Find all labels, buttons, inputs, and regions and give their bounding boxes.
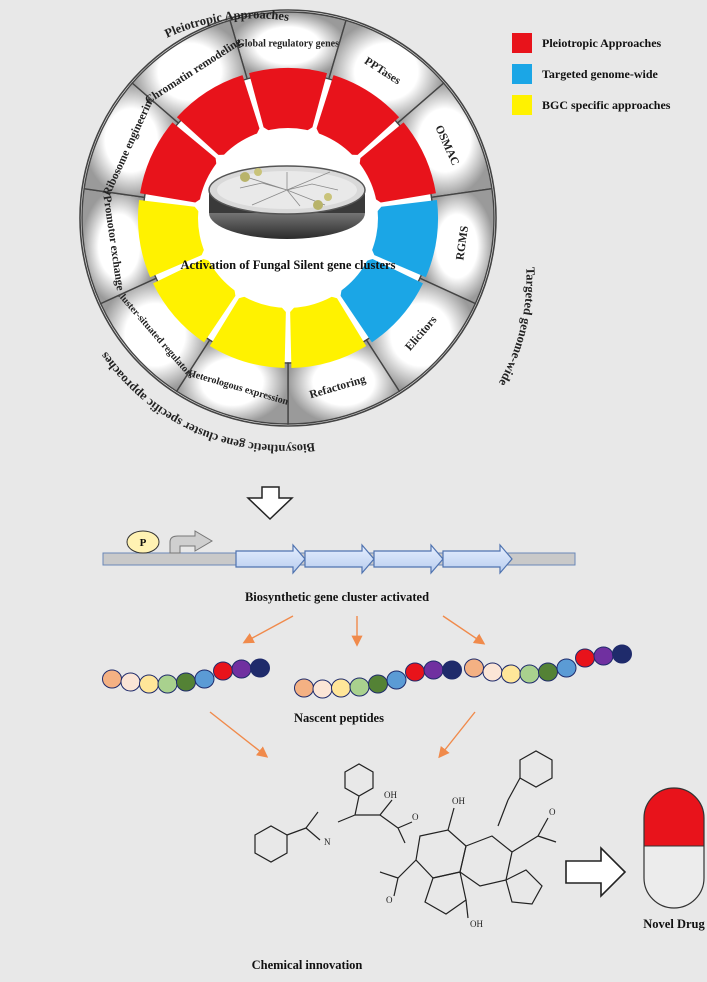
segment-label: Global regulatory genes (237, 39, 339, 50)
nascent-peptides (102, 644, 632, 699)
amino-acid-bead (442, 660, 462, 680)
flow-arrow (242, 615, 294, 644)
amino-acid-bead (312, 679, 333, 699)
chemical-structure (254, 750, 557, 919)
approach-lobe (176, 75, 260, 155)
amino-acid-bead (538, 662, 558, 682)
promoter-label: P (140, 537, 147, 549)
transcription-arrow-icon (169, 530, 213, 554)
svg-text:OH: OH (384, 790, 397, 800)
amino-acid-bead (423, 660, 444, 680)
peptide-chain (294, 660, 462, 699)
amino-acid-bead (157, 674, 178, 694)
drug-label: Novel Drug (643, 917, 705, 931)
chemical-label: Chemical innovation (252, 958, 363, 972)
approach-lobe (209, 295, 286, 368)
petri-dish-icon (208, 165, 366, 239)
legend-label: Targeted genome-wide (542, 67, 659, 81)
amino-acid-bead (102, 669, 122, 689)
amino-acid-bead (575, 648, 595, 668)
right-arrow-icon (565, 846, 627, 898)
gene-arrow (235, 543, 306, 575)
amino-acid-bead (464, 658, 484, 678)
approach-lobe (359, 122, 436, 203)
peptide-chain (102, 658, 270, 694)
amino-acid-bead (593, 646, 614, 666)
gene-arrow (373, 543, 444, 575)
amino-acid-bead (139, 674, 159, 694)
amino-acid-bead (194, 669, 215, 689)
flow-arrows (209, 615, 486, 759)
legend-swatch (512, 33, 532, 53)
flow-arrow (438, 711, 476, 759)
svg-text:O: O (549, 807, 556, 817)
approach-lobe (340, 258, 423, 343)
svg-text:OH: OH (470, 919, 483, 929)
targeted-outer-label: Targeted genome-wide (496, 267, 538, 389)
activation-strategies-wheel: Global regulatory genesPPTasesOSMACRGMSE… (79, 9, 497, 427)
flow-arrow (209, 711, 269, 758)
amino-acid-bead (501, 664, 521, 684)
peptides-label: Nascent peptides (294, 711, 384, 725)
amino-acid-bead (213, 661, 233, 681)
approach-lobe (153, 258, 236, 343)
peptide-chain (464, 644, 632, 684)
legend-label: BGC specific approaches (542, 98, 671, 112)
amino-acid-bead (368, 674, 388, 694)
segment-label: RGMS (454, 225, 471, 261)
amino-acid-bead (331, 678, 351, 698)
svg-text:OH: OH (452, 796, 465, 806)
cluster-label: Biosynthetic gene cluster activated (245, 590, 429, 604)
svg-text:N: N (324, 837, 331, 847)
amino-acid-bead (482, 662, 503, 682)
amino-acid-bead (349, 677, 370, 697)
promoter-badge (126, 530, 160, 554)
svg-text:O: O (386, 895, 393, 905)
amino-acid-bead (556, 658, 577, 678)
approach-lobe (290, 295, 367, 368)
chemical-atom-labels: N OH O OH OH O O (324, 790, 556, 929)
legend-swatch (512, 64, 532, 84)
down-arrow-icon (246, 486, 294, 521)
amino-acid-bead (231, 659, 252, 679)
amino-acid-bead (386, 670, 407, 690)
amino-acid-bead (519, 664, 540, 684)
approach-lobe (369, 200, 438, 278)
drug-capsule-icon (643, 787, 705, 909)
amino-acid-bead (612, 644, 632, 664)
approach-lobe (249, 68, 327, 136)
approach-lobe (316, 75, 400, 155)
amino-acid-bead (294, 678, 314, 698)
approach-lobe (138, 200, 207, 278)
amino-acid-bead (120, 672, 141, 692)
approach-lobe (140, 122, 217, 203)
svg-text:O: O (412, 812, 419, 822)
gene-cluster: P (102, 530, 576, 575)
gene-arrow (442, 543, 513, 575)
flow-arrow (442, 615, 486, 645)
amino-acid-bead (176, 672, 196, 692)
amino-acid-bead (250, 658, 270, 678)
amino-acid-bead (405, 662, 425, 682)
legend-swatch (512, 95, 532, 115)
legend-label: Pleiotropic Approaches (542, 36, 662, 50)
gene-arrow (304, 543, 375, 575)
center-label: Activation of Fungal Silent gene cluster… (181, 258, 396, 272)
